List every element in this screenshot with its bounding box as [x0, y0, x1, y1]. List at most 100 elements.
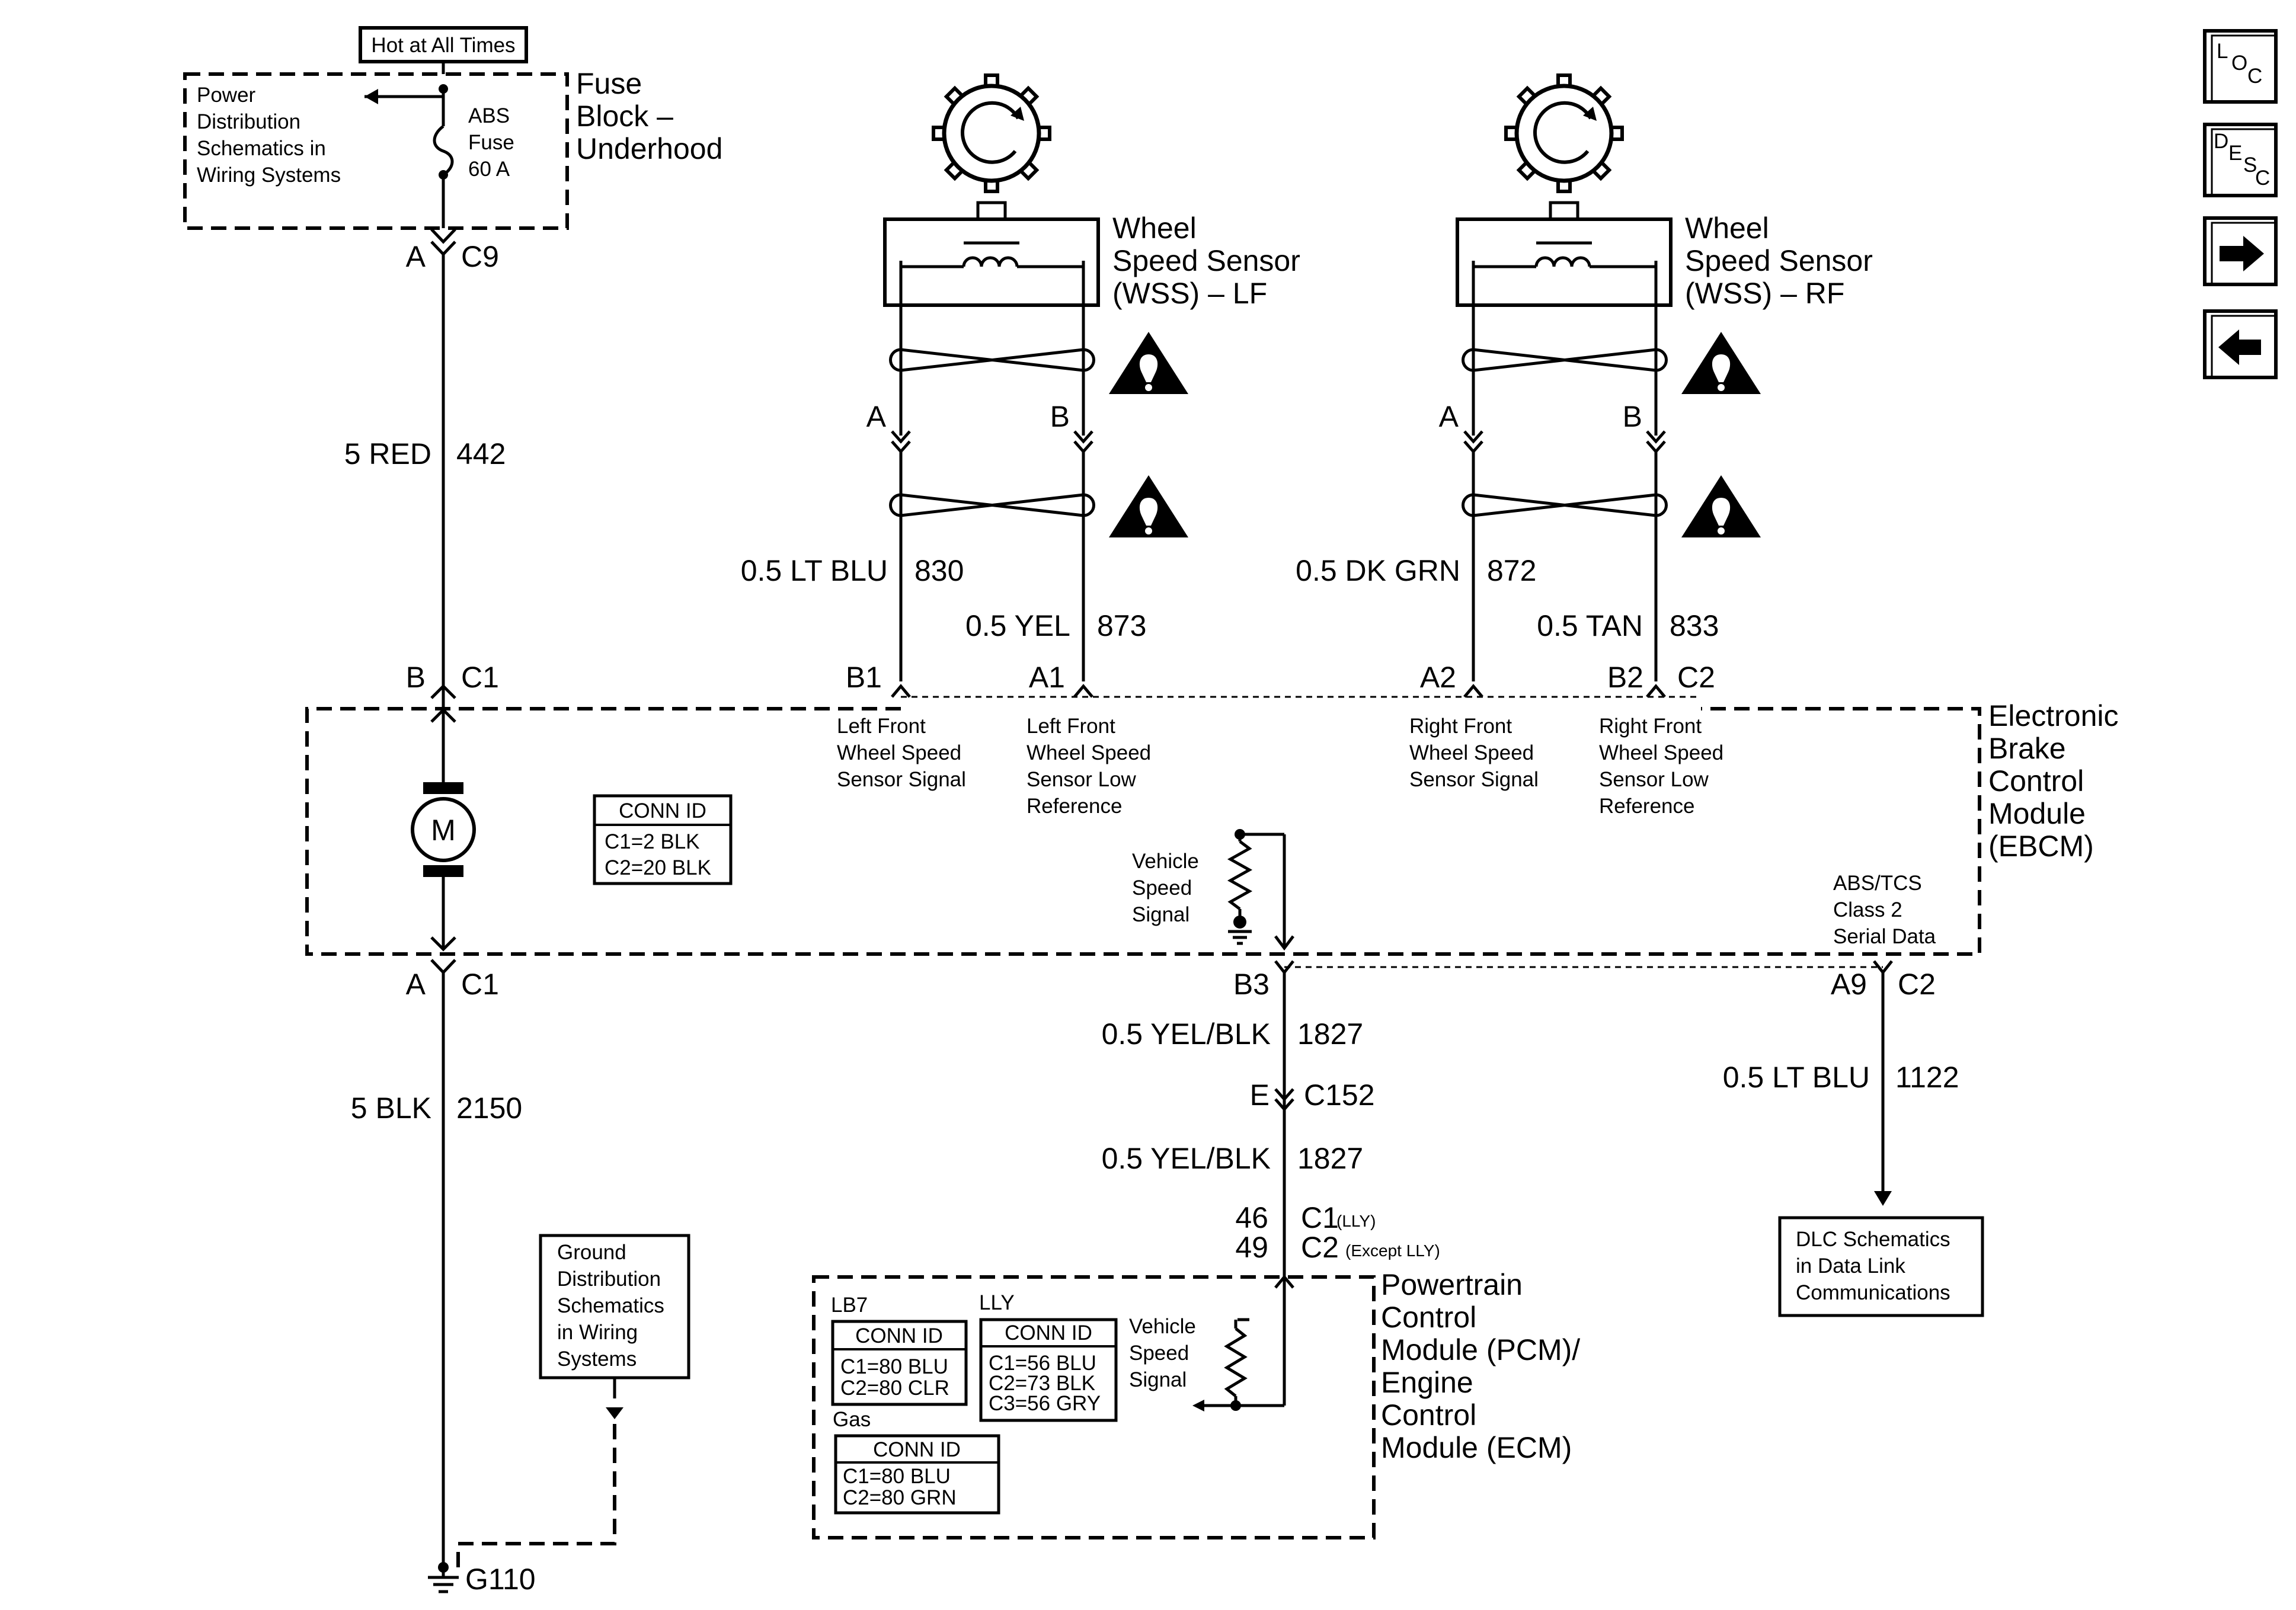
wire-872-color: 0.5 DK GRN [1296, 554, 1460, 587]
wire-830-circuit: 830 [914, 554, 964, 587]
lly-label: LLY [979, 1291, 1015, 1314]
pcm-pullup-resistor-icon [1224, 1327, 1248, 1397]
lf-twisted-pair-lower-icon [889, 493, 1095, 517]
wss-lf-coil-icon [962, 256, 1019, 267]
lf-twisted-pair-upper-icon [889, 348, 1095, 372]
gas-conn-id-c2: C2=80 GRN [843, 1486, 957, 1509]
nav-description-button[interactable]: D E S C [2203, 123, 2278, 197]
wire-442-circuit: 442 [456, 437, 506, 470]
gas-conn-id-table: CONN ID C1=80 BLU C2=80 GRN [834, 1434, 1000, 1515]
nav-previous-button[interactable] [2203, 309, 2278, 379]
ebcm-pin-a1: A1 [1029, 661, 1065, 694]
lly-conn-id-c1: C1=56 BLU [989, 1352, 1096, 1375]
lf-tone-wheel-icon [932, 73, 1051, 193]
abs-fuse-label: ABS Fuse 60 A [468, 104, 520, 181]
lly-conn-id-table: CONN ID C1=56 BLU C2=73 BLK C3=56 GRY [979, 1318, 1118, 1422]
ebcm-pullup-resistor-icon [1227, 840, 1253, 910]
abs-fuse-icon [433, 125, 454, 177]
c1-pin-a-bottom: A [406, 968, 426, 1001]
nav-next-button[interactable] [2203, 216, 2278, 286]
ebcm-pin-a9: A9 [1831, 968, 1867, 1001]
power-distribution-ref: Power Distribution Schematics in Wiring … [197, 84, 341, 187]
lb7-conn-id-title: CONN ID [855, 1324, 943, 1347]
wss-lf-title: Wheel Speed Sensor (WSS) – LF [1112, 212, 1309, 310]
motor-label: M [431, 814, 456, 847]
pcm-pin-46: 46 [1235, 1201, 1268, 1234]
fuse-block-label: Fuse Block – Underhood [576, 67, 722, 165]
wss-lf-body [883, 217, 1100, 307]
pcm-vss-label: Vehicle Speed Signal [1129, 1315, 1202, 1391]
wire-2150-circuit: 2150 [456, 1092, 522, 1125]
wire-1827-circuit-upper: 1827 [1297, 1017, 1363, 1051]
ground-g110: G110 [465, 1563, 536, 1596]
ebcm-connector-c2-bottom: C2 [1898, 968, 1936, 1001]
gas-conn-id-c1: C1=80 BLU [843, 1465, 951, 1488]
wire-833-circuit: 833 [1670, 609, 1719, 642]
ebcm-connector-c2-top: C2 [1677, 661, 1715, 694]
wire-1827-circuit-lower: 1827 [1297, 1142, 1363, 1175]
nav-location-button[interactable]: L O C [2203, 29, 2278, 104]
dlc-schematics-ref-box [1778, 1216, 1984, 1317]
ebcm-label: Electronic Brake Control Module (EBCM) [1988, 699, 2126, 863]
ebcm-vss-label: Vehicle Speed Signal [1132, 850, 1205, 926]
conn-id-title: CONN ID [619, 799, 706, 822]
wire-1827-color-upper: 0.5 YEL/BLK [1102, 1017, 1271, 1051]
ebcm-pin-b1: B1 [846, 661, 882, 694]
rf-caution-icon-lower [1681, 475, 1761, 537]
wss-rf: Wheel Speed Sensor (WSS) – RF A B 0.5 DK… [1296, 73, 1881, 818]
lf-low-ref-label: Left Front Wheel Speed Sensor Low Refere… [1027, 715, 1157, 818]
wire-1122-color: 0.5 LT BLU [1723, 1061, 1870, 1094]
wire-442-color: 5 RED [344, 437, 431, 470]
pcm-connector-c1: C1 [1301, 1201, 1339, 1234]
c1-connector-top: C1 [461, 661, 499, 694]
wss-rf-title: Wheel Speed Sensor (WSS) – RF [1685, 212, 1881, 310]
rf-tone-wheel-icon [1504, 73, 1624, 193]
vehicle-speed-circuit: B3 0.5 YEL/BLK 1827 E C152 0.5 YEL/BLK 1… [1102, 960, 1440, 1292]
lb7-conn-id-c2: C2=80 CLR [840, 1377, 949, 1400]
wire-830-color: 0.5 LT BLU [741, 554, 888, 587]
ebcm-vss-ground-icon [1228, 930, 1252, 945]
ebcm-module: Electronic Brake Control Module (EBCM) C… [305, 696, 2126, 968]
right-arrow-icon [2220, 236, 2264, 271]
wss-lf-pin-a: A [866, 400, 887, 433]
conn-id-c2: C2=20 BLK [605, 856, 711, 879]
ebcm-pin-b3: B3 [1233, 968, 1269, 1001]
gas-conn-id-title: CONN ID [873, 1438, 961, 1461]
ebcm-class2-label: ABS/TCS Class 2 Serial Data [1833, 872, 1936, 948]
lly-conn-id-c3: C3=56 GRY [989, 1392, 1101, 1415]
fuse-block-boundary [183, 72, 569, 230]
pump-motor-icon [411, 797, 476, 862]
pcm-ecm-module: Powertrain Control Module (PCM)/ Engine … [812, 1268, 1580, 1539]
desc-letter-c: C [2255, 167, 2270, 190]
hot-at-all-times-label: Hot at All Times [371, 34, 515, 57]
ebcm-pin-b2: B2 [1607, 661, 1643, 694]
lf-caution-icon-lower [1109, 475, 1188, 537]
pcm-connector-c2: C2 [1301, 1231, 1339, 1264]
dlc-schematics-ref: DLC Schematics in Data Link Communicatio… [1796, 1228, 1956, 1304]
wss-rf-coil-icon [1534, 256, 1591, 267]
c152-pin-e: E [1250, 1078, 1269, 1112]
wire-833-color: 0.5 TAN [1537, 609, 1643, 642]
conn-id-c1: C1=2 BLK [605, 830, 700, 853]
lf-caution-icon-upper [1109, 332, 1188, 394]
wire-873-circuit: 873 [1097, 609, 1146, 642]
ebcm-pin-a2: A2 [1420, 661, 1456, 694]
rf-twisted-pair-upper-icon [1462, 348, 1668, 372]
c152-connector: C152 [1304, 1078, 1375, 1112]
wss-rf-pin-a: A [1439, 400, 1459, 433]
lb7-label: LB7 [831, 1294, 868, 1317]
left-arrow-icon [2218, 329, 2261, 365]
c1-pin-b: B [406, 661, 426, 694]
wss-rf-pin-b: B [1623, 400, 1642, 433]
c1-connector-bottom: C1 [461, 968, 499, 1001]
desc-letter-s: S [2243, 153, 2257, 177]
rf-caution-icon-upper [1681, 332, 1761, 394]
pcm-connector-c2-note: (Except LLY) [1345, 1241, 1440, 1260]
ebcm-conn-id-table: CONN ID C1=2 BLK C2=20 BLK [593, 794, 733, 885]
lb7-conn-id-table: CONN ID C1=80 BLU C2=80 CLR [831, 1320, 968, 1406]
c9-connector: C9 [461, 240, 499, 273]
rf-twisted-pair-lower-icon [1462, 493, 1668, 517]
ground-distribution-ref: Ground Distribution Schematics in Wiring… [557, 1241, 670, 1371]
class2-circuit: A9 C2 0.5 LT BLU 1122 DLC Schematics in … [1723, 960, 1984, 1317]
